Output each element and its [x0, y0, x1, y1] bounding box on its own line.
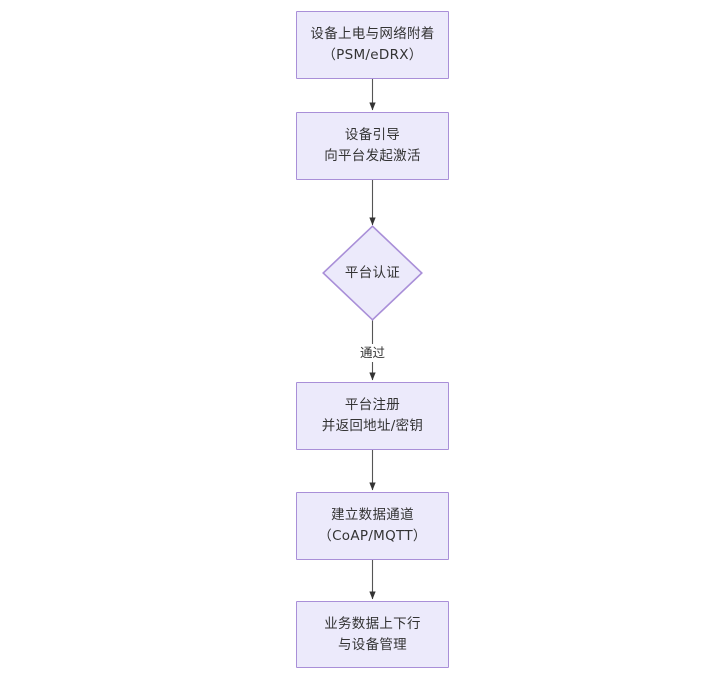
- node-label-business-data: 业务数据上下行 与设备管理: [324, 615, 421, 653]
- node-platform-registration[interactable]: 平台注册 并返回地址/密钥: [296, 382, 449, 450]
- node-label-platform-authentication: 平台认证: [344, 264, 401, 281]
- diamond-shape-icon: [322, 225, 423, 321]
- node-business-data[interactable]: 业务数据上下行 与设备管理: [296, 601, 449, 668]
- node-label-device-power-on: 设备上电与网络附着 （PSM/eDRX）: [310, 26, 435, 63]
- node-platform-authentication[interactable]: 平台认证: [322, 225, 423, 321]
- edge-label-pass: 通过: [357, 344, 388, 362]
- node-device-power-on[interactable]: 设备上电与网络附着 （PSM/eDRX）: [296, 11, 449, 79]
- node-device-bootstrap[interactable]: 设备引导 向平台发起激活: [296, 112, 449, 180]
- node-data-channel[interactable]: 建立数据通道 （CoAP/MQTT）: [296, 492, 449, 560]
- node-label-platform-registration: 平台注册 并返回地址/密钥: [321, 397, 424, 434]
- node-label-data-channel: 建立数据通道 （CoAP/MQTT）: [318, 507, 427, 544]
- node-label-device-bootstrap: 设备引导 向平台发起激活: [324, 127, 421, 164]
